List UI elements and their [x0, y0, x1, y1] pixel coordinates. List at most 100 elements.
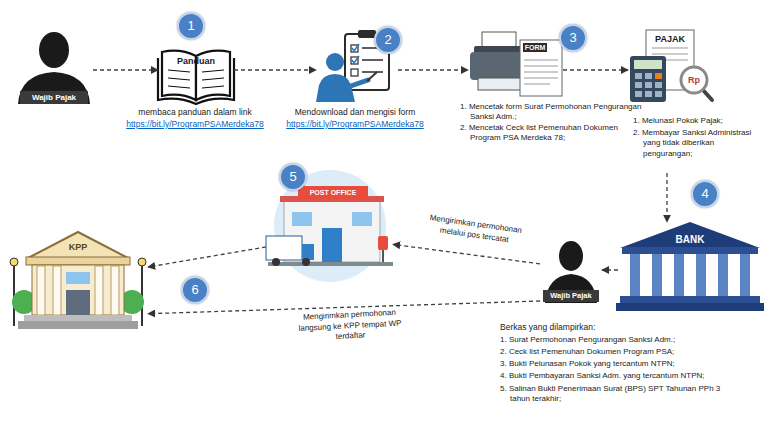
dashed-arrow	[563, 69, 628, 70]
kpp-building-part	[14, 264, 142, 326]
kpp-building-part	[26, 257, 130, 265]
callout-number: 6	[181, 276, 209, 304]
person-icon-part	[39, 32, 69, 68]
icon-text: PAJAK	[650, 34, 690, 45]
printer-icon-part	[523, 43, 547, 52]
tax-payment-icon-part	[681, 67, 707, 93]
tax-payment-icon-part	[630, 56, 666, 102]
person-icon	[18, 32, 90, 104]
icon-text: FORM	[523, 43, 547, 52]
callout-number: 2	[374, 26, 402, 54]
edge-label: Mengirimkan permohonan melalui pos terca…	[418, 212, 532, 248]
form-filling-icon-part	[352, 44, 359, 63]
kpp-building-part	[10, 258, 18, 266]
printer-icon-part	[524, 60, 558, 84]
bank-building-part	[674, 254, 684, 296]
list-item: 5. Salinan Bukti Penerimaan Surat (BPS) …	[500, 384, 740, 405]
book-icon	[158, 51, 234, 104]
bank-building-part	[622, 247, 758, 254]
bank-building-part	[718, 254, 728, 296]
kpp-building-part	[28, 232, 128, 258]
list-item: 1. Mencetak form Surat Permohonan Pengur…	[460, 102, 645, 123]
tax-payment-icon-part	[645, 82, 652, 88]
dashed-arrow	[93, 69, 158, 70]
tax-payment-icon-part	[634, 60, 662, 69]
post-office-building-part	[322, 228, 342, 262]
dashed-arrow	[148, 247, 266, 267]
person-label: Wajib Pajak	[543, 291, 599, 301]
kpp-building-part	[138, 258, 146, 266]
kpp-building-part	[95, 266, 103, 315]
kpp-building-part	[53, 266, 61, 315]
edge-label: Mengirimkan permohonan langsung ke KPP t…	[293, 307, 406, 344]
bank-building-part	[616, 303, 764, 311]
icon-text: POST OFFICE	[298, 188, 368, 197]
person-icon	[543, 241, 599, 303]
post-office-building-part	[298, 186, 368, 199]
tax-payment-icon-part	[635, 73, 642, 79]
tax-payment-icon	[630, 30, 712, 102]
form-filling-icon-part	[326, 53, 344, 71]
callout-number: 4	[691, 180, 719, 208]
kpp-building	[10, 232, 146, 329]
callout-number: 5	[279, 163, 307, 191]
person-icon-part	[18, 72, 90, 104]
post-office-building-part	[292, 212, 312, 226]
person-icon-part	[20, 91, 88, 104]
bank-building-part	[620, 296, 760, 303]
list-item: 1. Melunasi Pokok Pajak;	[633, 116, 763, 126]
post-office-building-part	[352, 212, 372, 226]
post-office-building-part	[378, 236, 388, 250]
kpp-building-part	[24, 315, 132, 321]
printer-icon-part	[478, 78, 526, 90]
post-office-building-part	[272, 258, 280, 266]
printer-icon-part	[520, 40, 562, 96]
book-icon-part	[168, 70, 224, 88]
list-item: 4. Bukti Pembayaran Sanksi Adm. yang ter…	[500, 371, 728, 381]
icon-text: Panduan	[164, 56, 228, 67]
payment-node: PAJAK Rp 1. Melunasi Pokok Pajak; 2. Membay…	[628, 28, 766, 173]
list-heading: Berkas yang dilampirkan:	[500, 322, 740, 333]
kpp-building-part	[66, 272, 90, 284]
list-item: 2. Membayar Sanksi Administrasi yang tid…	[633, 128, 755, 159]
post-office-node: POST OFFICE	[266, 180, 393, 272]
tax-payment-icon-part	[645, 91, 652, 97]
guide-node: Panduanmembaca panduan dalam linkhttps:/…	[158, 44, 234, 104]
list-item: 3. Bukti Pelunasan Pokok yang tercantum …	[500, 359, 740, 369]
callout-number: 1	[177, 12, 205, 40]
kpp-building-part	[66, 290, 90, 315]
dashed-arrow	[666, 173, 667, 222]
post-office-building-part	[302, 244, 314, 260]
dashed-arrow	[234, 69, 316, 70]
tax-payment-icon-part	[655, 82, 662, 88]
print-node: FORM1. Mencetak form Surat Permohonan Pe…	[468, 30, 563, 98]
step-caption: membaca panduan dalam link	[105, 107, 285, 118]
form-filling-icon-part	[351, 69, 358, 76]
bank-building-part	[630, 254, 640, 296]
list-item: 2. Mencetak Ceck list Pemenuhan Dokumen …	[460, 123, 645, 144]
currency-symbol: Rp	[684, 75, 704, 86]
bank-node: BANK	[618, 222, 760, 312]
person-node: Wajib PajakBerkas yang dilampirkan:1. Su…	[540, 232, 602, 306]
list-item: 2. Ceck list Pemenuhan Dokumen Program P…	[500, 347, 740, 357]
kpp-building-part	[111, 266, 119, 315]
person-icon-part	[559, 241, 583, 271]
tax-payment-icon-part	[645, 73, 652, 79]
step-caption: Mendownload dan mengisi form	[265, 107, 445, 118]
icon-text: KPP	[63, 242, 93, 253]
form-filling-icon-part	[367, 72, 377, 81]
bank-building-part	[652, 254, 662, 296]
person-node: Wajib Pajak	[15, 28, 93, 106]
callout-number: 3	[559, 24, 587, 52]
dashed-arrow	[398, 69, 468, 70]
person-label: Wajib Pajak	[20, 92, 88, 103]
link-text: https://bit.ly/ProgramPSAMerdeka78	[105, 119, 285, 130]
tax-payment-icon-part	[635, 91, 642, 97]
tax-payment-icon-part	[703, 90, 712, 100]
kpp-node: KPP	[8, 225, 148, 333]
tax-payment-icon-part	[655, 73, 662, 79]
kpp-building-part	[37, 266, 45, 315]
